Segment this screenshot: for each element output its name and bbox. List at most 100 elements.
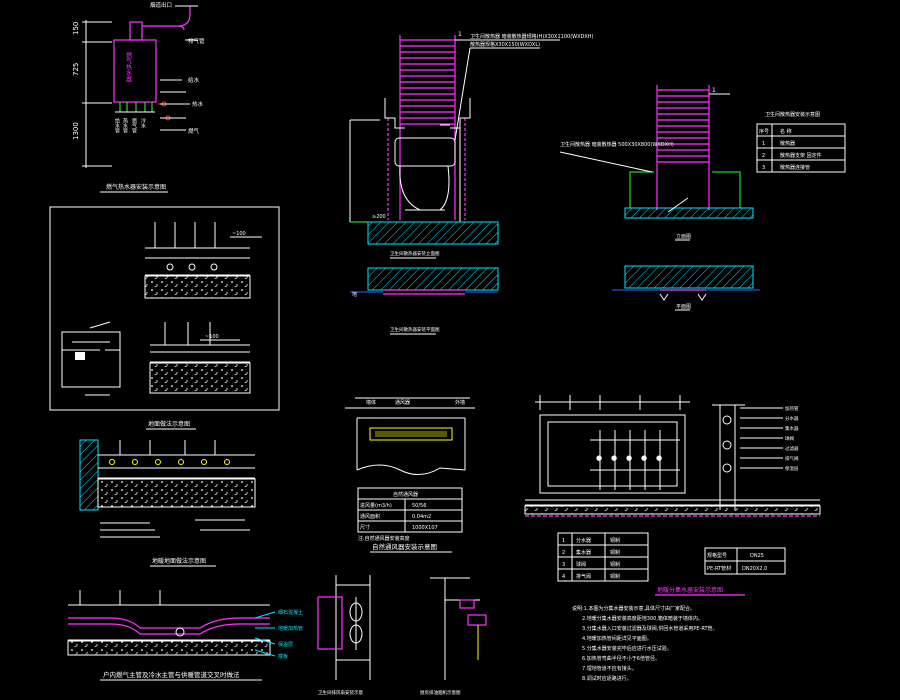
towel-legend-title: 卫生间散热器安装示意图 [765, 111, 820, 118]
fan-caption-1: 卫生间排风扇安装示意 [318, 689, 363, 696]
natural-vent-detail: 墙体 通风器 外墙 自然通风器 进风量(m3/h) 50/56 通风面积 0.0… [345, 397, 475, 553]
pipe-crossing-detail: 细石混凝土 地暖加热管 保温层 楼板 户内燃气主管及冷水主管与供暖管道交叉时做法 [67, 590, 303, 681]
pipe-crossing-title: 户内燃气主管及冷水主管与供暖管道交叉时做法 [103, 670, 240, 679]
svg-text:●: ● [641, 454, 647, 462]
vent-note: 注:自然通风器安装高度 [358, 535, 410, 542]
mf-r2c: 铜制 [610, 549, 620, 556]
mf-note-6: 6.加热管弯曲半径不小于6倍管径。 [582, 655, 660, 662]
heater-label: 燃气热水器 [125, 51, 132, 83]
svg-text:楼板: 楼板 [278, 653, 288, 660]
heater-title: 燃气热水器安装示意图 [106, 183, 166, 191]
mf-s1a: 规格型号 [707, 552, 727, 559]
heater-dim-3: 1300 [72, 122, 80, 140]
heater-callout-3: 给水 [188, 76, 200, 84]
svg-text:给水管: 给水管 [114, 117, 120, 134]
towel-legend-r2b: 散热器支架 固定件 [780, 152, 822, 159]
mf-r1b: 分水器 [576, 537, 591, 544]
heater-dim-1: 150 [72, 22, 80, 35]
heater-dim-2: 725 [72, 63, 80, 76]
bath-spec-2: 散热器规格X30X150(WXDXL) [470, 41, 540, 48]
svg-text:细石混凝土: 细石混凝土 [278, 609, 303, 616]
towel-legend-h2: 名 称 [780, 128, 792, 135]
bath-radiator-elevation: 卫生间散热器 暗装散热器规格(H)X30X1100(WXDXH) 散热器规格X3… [349, 31, 594, 335]
bath-spec-1: 卫生间散热器 暗装散热器规格(H)X30X1100(WXDXH) [470, 33, 594, 40]
towel-spec: 卫生间散热器 暗装散热器 500X30X800(WXDXH) [560, 141, 674, 148]
svg-text:燃气管: 燃气管 [131, 117, 137, 134]
svg-text:外墙: 外墙 [455, 399, 465, 406]
svg-text:加热管: 加热管 [785, 405, 799, 412]
svg-text:●: ● [596, 454, 602, 462]
bath-elev-caption: 卫生间散热器安装立面图 [390, 250, 440, 257]
mf-note-7: 7.埋地管道不应有接头。 [582, 665, 637, 672]
manifold-title: 地暖分集水器安装示意图 [657, 586, 723, 594]
towel-caption-2: 平面图 [676, 304, 691, 310]
svg-text:≥200: ≥200 [372, 214, 386, 220]
towel-legend-r3a: 3 [762, 165, 765, 171]
floor-lower-title: 地暖地面做法示意图 [152, 557, 206, 565]
svg-text:●: ● [626, 454, 632, 462]
mf-note-1: 说明:1.本图为分集水器安装示意,具体尺寸由厂家配合。 [572, 605, 695, 612]
manifold-detail: ● ● ● ● ● 加热管 分水器 集水器 球阀 过滤器 排气阀 保温层 [524, 395, 821, 682]
mf-r3c: 铜制 [610, 561, 620, 568]
mf-r4c: 铜制 [610, 573, 620, 580]
heater-callout-1: 烟道出口 [150, 1, 172, 9]
mf-r4a: 4 [562, 574, 565, 580]
mf-r3b: 球阀 [576, 561, 586, 568]
mf-r1c: 铜制 [610, 537, 620, 544]
mf-r4b: 排气阀 [576, 573, 591, 580]
towel-legend-r1a: 1 [762, 141, 765, 147]
bath-marker: 1 [458, 31, 462, 38]
mf-r2b: 集水器 [576, 549, 591, 556]
mf-note-8: 8.调试时应逐路进行。 [582, 675, 632, 682]
towel-legend-r2a: 2 [762, 153, 765, 159]
svg-text:分水器: 分水器 [785, 415, 799, 422]
floor-section-title: 地面做法示意图 [148, 420, 190, 428]
mf-r3a: 3 [562, 562, 565, 568]
svg-text:球阀: 球阀 [785, 435, 794, 442]
vent-r1b: 50/56 [412, 503, 426, 509]
vent-r3a: 尺寸 [360, 524, 370, 531]
towel-legend-h1: 序号 [759, 128, 769, 135]
mf-s1b: DN25 [750, 553, 764, 559]
floor-section-lower: 地暖地面做法示意图 [150, 557, 216, 567]
mf-s2b: DN20X2.0 [742, 566, 767, 572]
heater-callout-5: 燃气 [188, 127, 200, 135]
svg-text:保温层: 保温层 [278, 641, 293, 648]
fan-caption-2: 厨房排油烟机示意图 [420, 689, 461, 696]
svg-text:墙体: 墙体 [366, 399, 376, 406]
heater-callout-4: 热水 [192, 100, 204, 108]
heater-callout-2: 排气管 [188, 37, 205, 45]
svg-text:过滤器: 过滤器 [785, 445, 799, 452]
mf-r1a: 1 [562, 538, 565, 544]
svg-text:保温层: 保温层 [785, 465, 799, 472]
svg-text:●: ● [611, 454, 617, 462]
towel-marker: 1 [712, 87, 716, 94]
floor-heating-panel: ~100 ~100 [49, 206, 280, 411]
panel-dim-2: ~100 [205, 334, 219, 340]
svg-text:通风器: 通风器 [395, 399, 410, 406]
svg-text:●: ● [656, 454, 662, 462]
towel-legend-r3b: 散热器连接管 [780, 164, 810, 171]
mf-note-3: 3.分集水器入口安装过滤器及球阀,供回水管道采用PE-RT管。 [582, 625, 718, 632]
towel-legend-r1b: 散热器 [780, 140, 795, 147]
exhaust-fan-detail: 卫生间排风扇安装示意 厨房排油烟机示意图 [317, 575, 487, 696]
vent-r2b: 0.04m2 [412, 514, 431, 520]
vent-title: 自然通风器安装示意图 [372, 542, 437, 551]
svg-text:集水器: 集水器 [785, 425, 799, 432]
svg-text:地暖加热管: 地暖加热管 [278, 625, 303, 632]
mf-s2a: PE-RT管材 [707, 565, 731, 572]
towel-rack-radiator: 卫生间散热器 暗装散热器 500X30X800(WXDXH) 1 立面图 平面图… [559, 85, 846, 311]
svg-text:热水管: 热水管 [122, 117, 128, 134]
vent-r3b: 1000X107 [412, 525, 438, 531]
mf-note-5: 5.分集水器安装完毕后应进行水压试验。 [582, 645, 672, 652]
svg-text:排气阀: 排气阀 [785, 455, 799, 462]
svg-text:冷水: 冷水 [140, 117, 146, 128]
vent-r1a: 进风量(m3/h) [360, 502, 392, 509]
bath-plan-caption: 卫生间散热器安装平面图 [390, 326, 440, 333]
vent-table-title: 自然通风器 [393, 491, 418, 498]
mf-r2a: 2 [562, 550, 565, 556]
svg-text:地: 地 [352, 291, 357, 298]
mf-note-2: 2.地暖分集水器安装高度距地300,箱体暗装于墙体内。 [582, 615, 703, 622]
towel-caption-1: 立面图 [676, 233, 691, 240]
